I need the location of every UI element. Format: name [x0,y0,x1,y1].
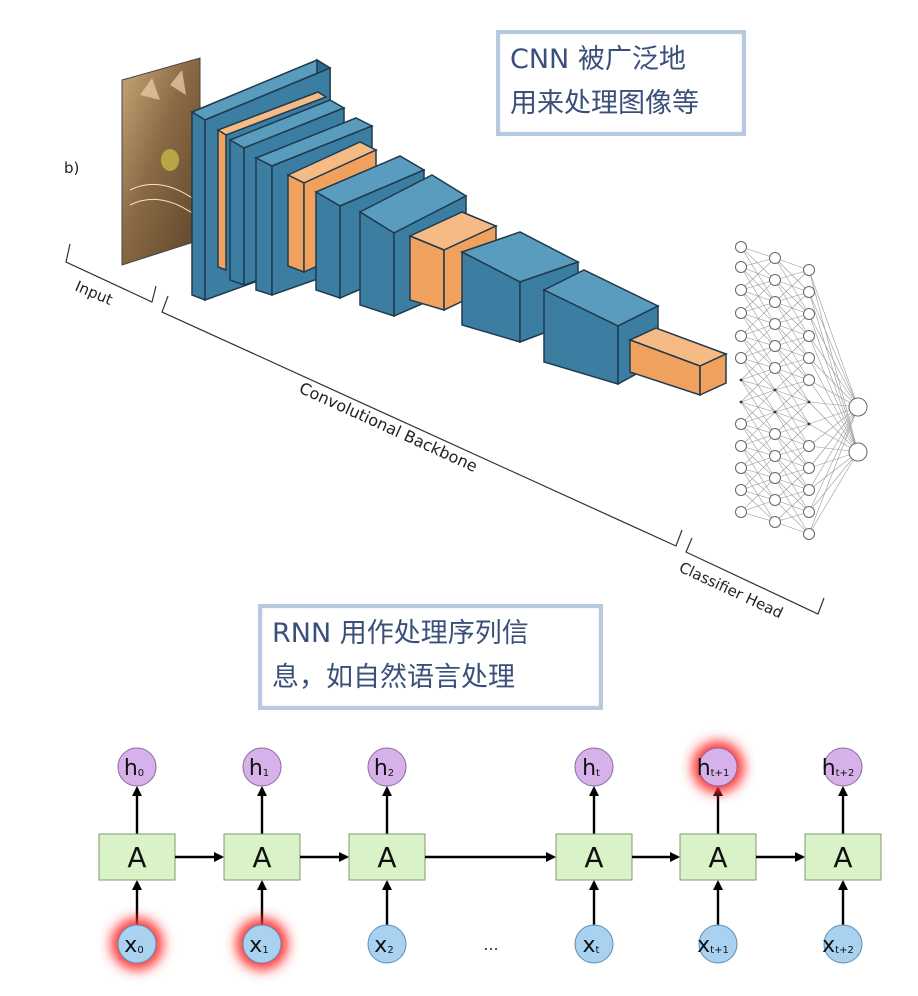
input-node [367,924,407,964]
rnn-cell [555,833,633,881]
fc-neuron [803,264,815,276]
fc-neuron [803,308,815,320]
rnn-callout-box: RNN 用作处理序列信 息，如自然语言处理 [258,604,603,710]
fc-neuron [769,296,781,308]
input-node [823,924,863,964]
hidden-state-node [117,747,157,787]
fc-neuron [769,252,781,264]
conv-backbone [190,58,728,397]
fc-neuron [769,494,781,506]
rnn-cell-label: A [127,841,146,874]
fc-neuron [803,286,815,298]
panel-label: b) [64,159,79,177]
rnn-timestep: Aht+1xt+1 [679,741,757,964]
backbone-bracket [161,295,683,547]
rnn-cell-label: A [708,841,727,874]
input-node [698,924,738,964]
conv-block [542,269,660,386]
fc-neuron [803,374,815,386]
rnn-callout-line1: RNN 用作处理序列信 [272,618,529,649]
fc-neuron [803,484,815,496]
hidden-state-node [574,747,614,787]
hidden-state-node [823,747,863,787]
fc-ellipsis-dot [773,388,777,392]
head-label: Classifier Head [676,558,786,622]
fc-neuron [735,484,747,496]
fc-ellipsis-dot [739,378,743,382]
fc-ellipsis-dot [739,400,743,404]
fc-neuron [803,440,815,452]
input-label: xt [583,933,600,958]
sequence-ellipsis: ... [483,935,498,954]
fc-neuron [769,450,781,462]
fc-ellipsis-dot [773,410,777,414]
cnn-callout-line2: 用来处理图像等 [510,88,699,119]
hidden-state-node [242,747,282,787]
fc-neuron [735,330,747,342]
fc-neuron [735,352,747,364]
fc-neuron [735,462,747,474]
rnn-cell-label: A [377,841,396,874]
fc-neuron [769,428,781,440]
classifier-head-network [735,241,868,540]
rnn-cell-label: A [584,841,603,874]
fc-connections [740,246,859,535]
fc-neuron [803,506,815,518]
input-cat-image [121,57,201,266]
fc-neuron [735,261,747,273]
fc-neuron [803,462,815,474]
fc-neuron [735,241,747,253]
rnn-cell [98,833,176,881]
rnn-cell-label: A [833,841,852,874]
backbone-label: Convolutional Backbone [296,378,480,476]
fc-neuron [803,528,815,540]
pool-block [628,327,728,397]
hidden-state-node [698,747,738,787]
cnn-callout-line1: CNN 被广泛地 [510,44,686,75]
rnn-cell-label: A [252,841,271,874]
input-node [117,924,157,964]
fc-neuron [769,472,781,484]
fc-neuron [735,418,747,430]
fc-neuron [769,362,781,374]
hidden-state-node [367,747,407,787]
head-bracket [685,537,825,615]
rnn-timestep: Aht+2xt+2 [804,747,882,964]
cnn-diagram: b) [64,57,868,622]
rnn-timestep: Aht xt [555,747,633,964]
fc-neuron [769,516,781,528]
rnn-diagram: Ah0x0Ah1x1Ah2x2AhtxtAht+1xt+1Aht+2xt+2..… [98,741,882,970]
rnn-cell [679,833,757,881]
fc-neuron [735,440,747,452]
input-node [574,924,614,964]
hidden-state-label: ht [582,756,600,781]
fc-neuron [848,397,868,417]
fc-ellipsis-dot [807,400,811,404]
fc-neuron [735,284,747,296]
pool-block [216,91,328,272]
fc-neuron [769,340,781,352]
rnn-callout-line2: 息，如自然语言处理 [272,662,515,693]
fc-neuron [735,307,747,319]
input-bracket [65,243,157,303]
fc-neuron [735,506,747,518]
input-node [242,924,282,964]
rnn-cell [348,833,426,881]
cnn-callout-box: CNN 被广泛地 用来处理图像等 [496,30,746,136]
fc-neuron [769,274,781,286]
fc-neuron [848,442,868,462]
rnn-cell [804,833,882,881]
fc-ellipsis-dot [807,422,811,426]
fc-neuron [803,352,815,364]
fc-neuron [769,318,781,330]
fc-neuron [803,330,815,342]
